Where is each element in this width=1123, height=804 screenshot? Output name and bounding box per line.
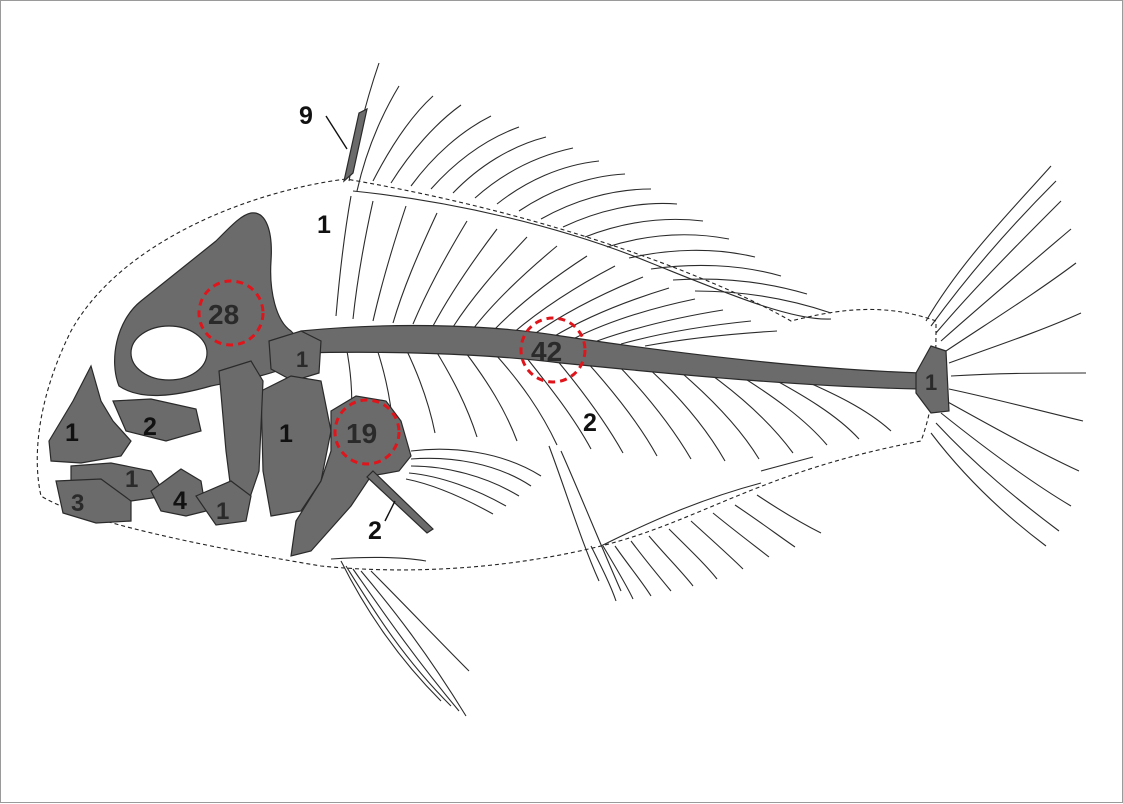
- label-pectoral-girdle: 19: [346, 418, 377, 449]
- label-angular: 4: [173, 487, 187, 515]
- label-operculum: 1: [279, 420, 293, 448]
- caudal-fin-rays: [926, 166, 1086, 546]
- leader-pelvic-spine: [385, 501, 395, 521]
- label-dentary-upper: 1: [125, 466, 138, 493]
- cleithrum-joint: [269, 331, 321, 381]
- dorsal-pterygiophores: [336, 196, 777, 346]
- label-ventral-region: 2: [583, 409, 597, 437]
- dorsal-spine: [344, 109, 367, 181]
- anal-fin-rays: [549, 446, 821, 601]
- label-pelvic-spine: 2: [368, 517, 382, 545]
- label-interopercle: 1: [216, 498, 229, 525]
- dorsal-fin-rays: [349, 63, 831, 313]
- label-suborbital: 2: [143, 413, 157, 441]
- pectoral-fin-rays: [406, 449, 541, 514]
- pelvic-fin-rays: [331, 557, 469, 716]
- label-dorsal-spine: 9: [299, 102, 313, 130]
- label-caudal-plate: 1: [925, 370, 937, 395]
- leader-dorsal-spine: [326, 116, 347, 149]
- label-dorsal-region: 1: [317, 211, 331, 239]
- label-dentary-lower: 3: [71, 490, 84, 517]
- suborbital-bone: [113, 399, 201, 441]
- label-skull: 28: [208, 299, 239, 330]
- label-vertebral-column: 42: [531, 336, 562, 367]
- vertebral-column: [301, 326, 921, 389]
- label-premaxilla: 1: [65, 419, 79, 447]
- label-cleithrum-joint: 1: [296, 347, 308, 372]
- orbit: [131, 326, 207, 380]
